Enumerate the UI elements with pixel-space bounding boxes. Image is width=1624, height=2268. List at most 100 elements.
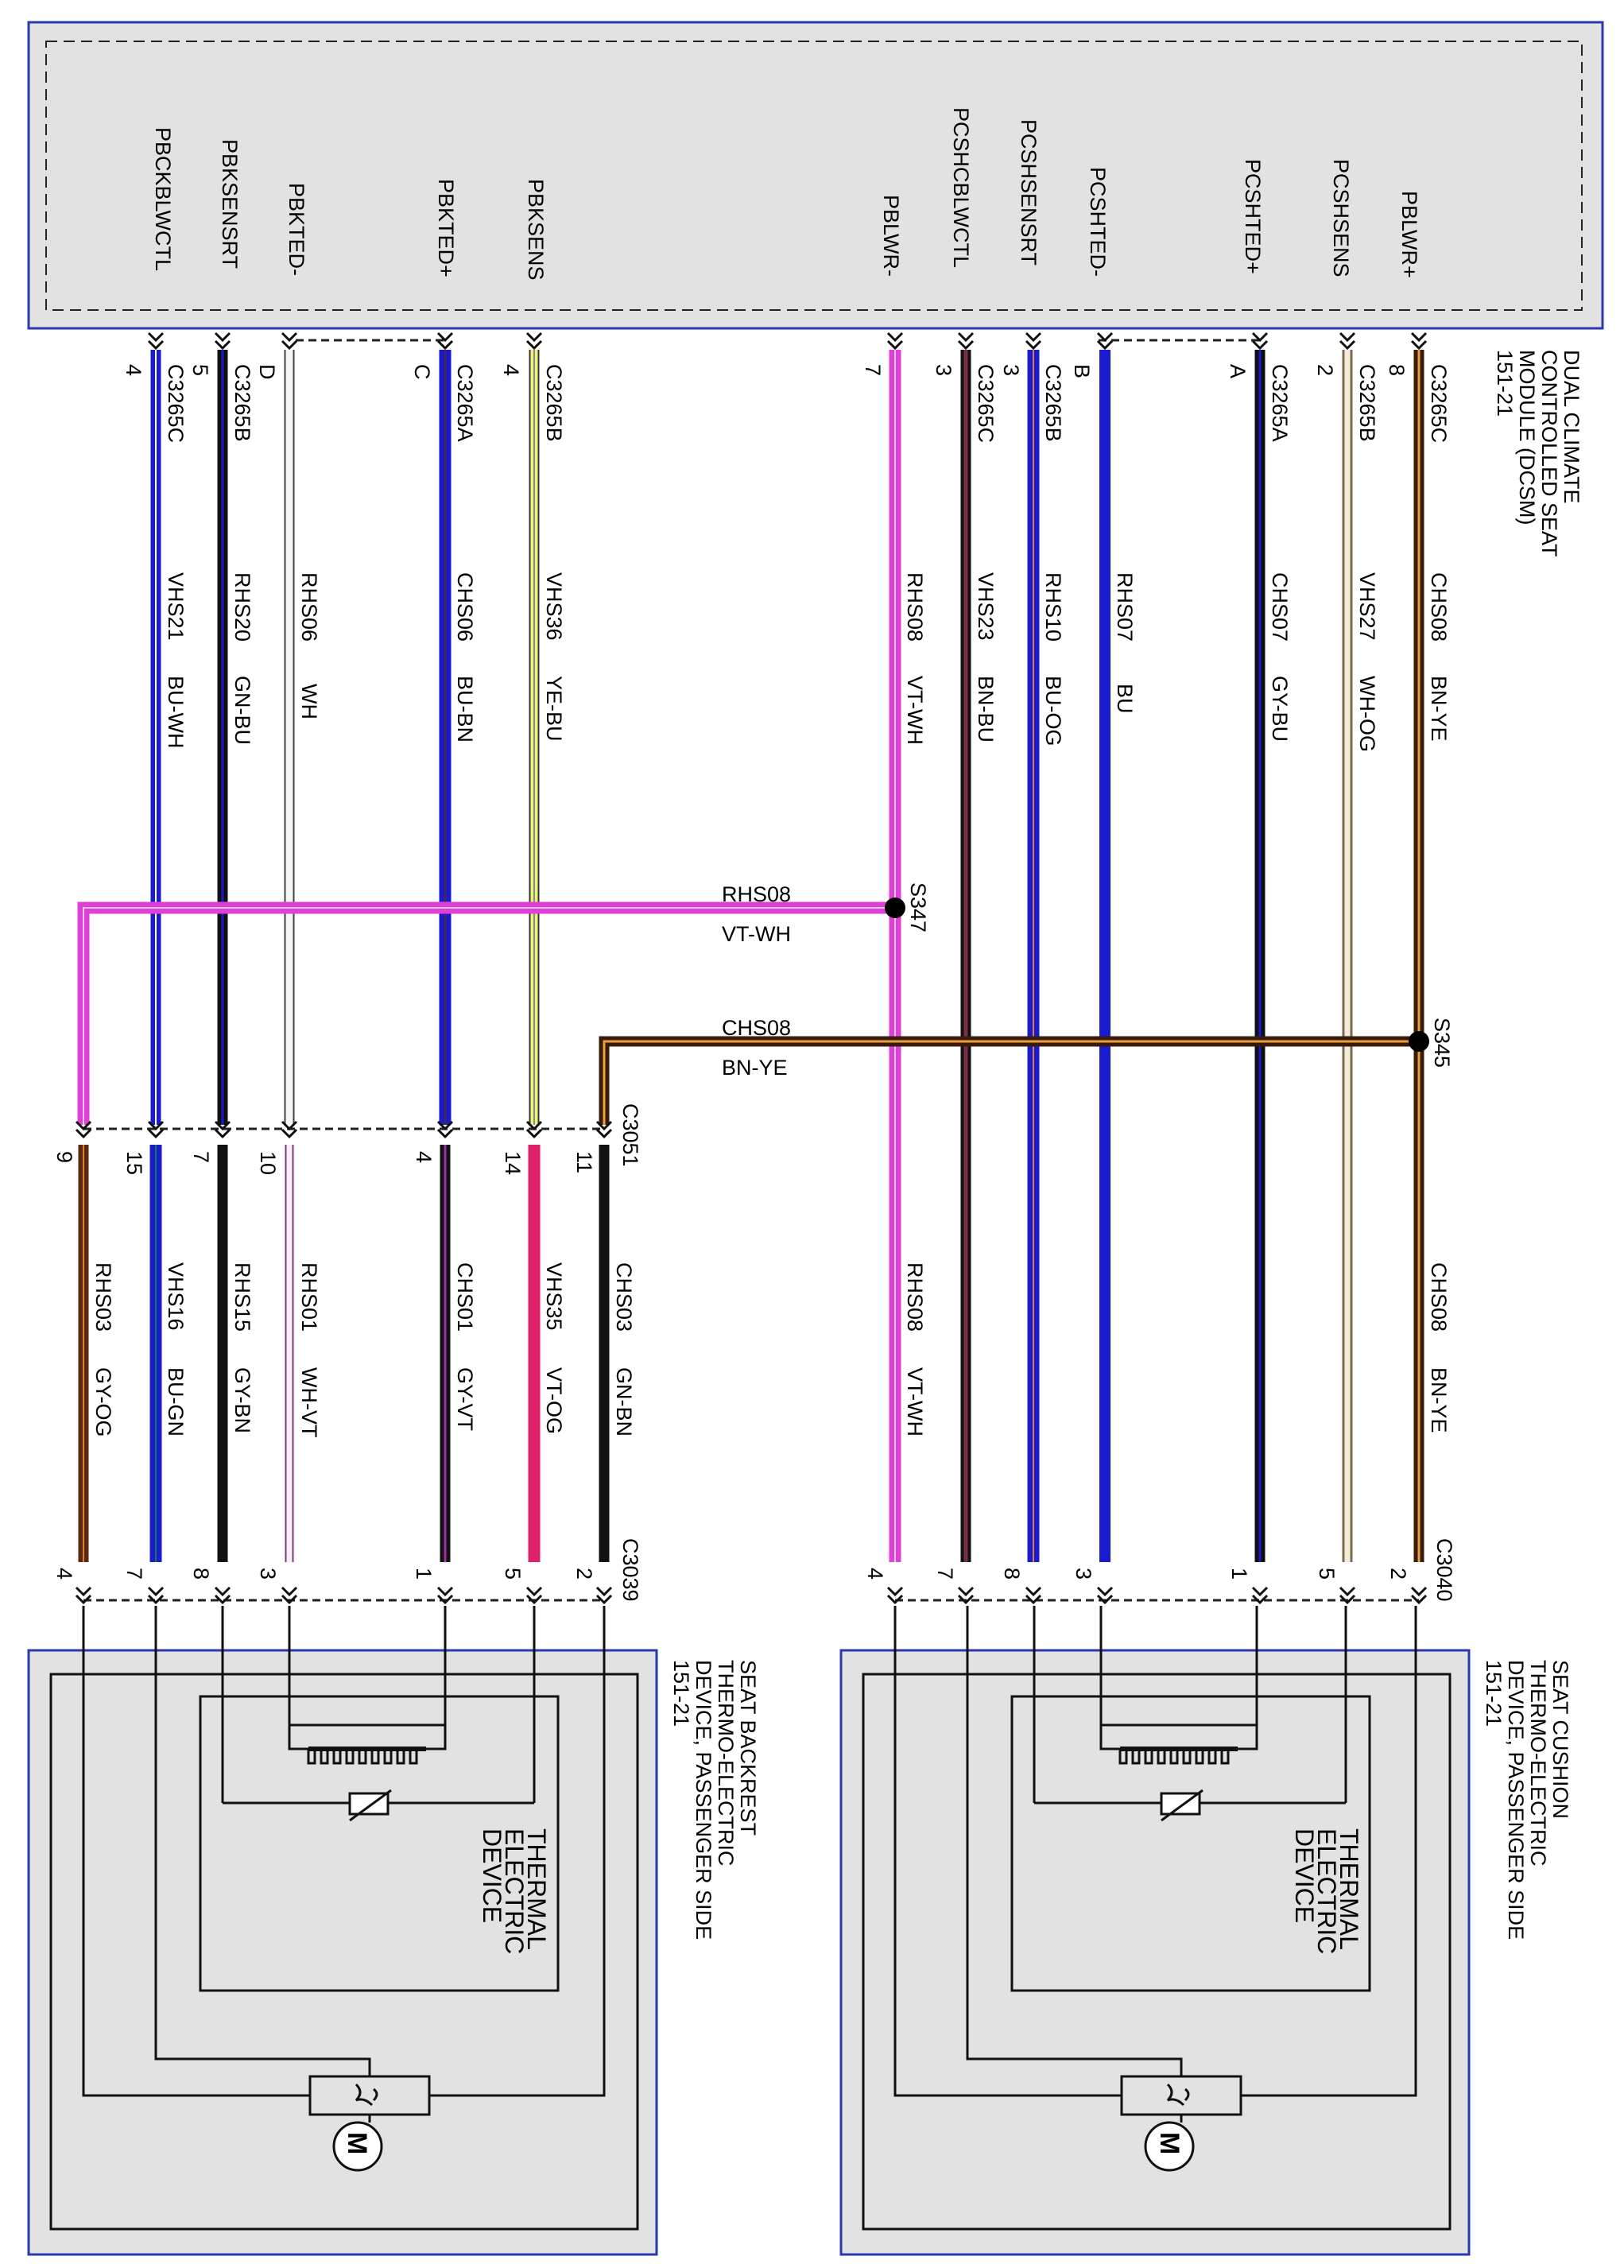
svg-text:3: 3 [999,364,1023,376]
terminal-chevron [1096,1586,1114,1605]
svg-text:11: 11 [572,1151,596,1173]
splice-s345-name: S345 [1430,1018,1454,1068]
terminal-chevron [525,1586,543,1605]
svg-text:VT-WH: VT-WH [903,1367,927,1436]
svg-text:BU-BN: BU-BN [453,676,477,742]
backrest-inner-label: THERMAL ELECTRIC DEVICE [478,1828,551,1954]
pin-label-pblwr-pos: PBLWR+ [1397,191,1421,278]
terminal-chevron [1251,1586,1269,1605]
terminal-chevron [281,1120,298,1139]
svg-text:DEVICE: DEVICE [478,1828,506,1923]
pin-label-pbksens: PBKSENS [524,179,548,281]
svg-text:WH-VT: WH-VT [297,1367,321,1437]
svg-text:SEAT BACKREST: SEAT BACKREST [736,1660,760,1836]
svg-text:VHS35: VHS35 [542,1262,566,1331]
svg-text:3: 3 [932,364,955,376]
svg-text:C3265A: C3265A [1268,364,1292,442]
splice-s345-color: BN-YE [722,1056,788,1080]
upper-wire-labels: 4 5 D C 4 7 3 3 B A 2 8 C3265C C3265B C3… [122,364,1451,752]
svg-text:1: 1 [412,1568,436,1580]
svg-text:RHS10: RHS10 [1041,572,1065,642]
svg-text:CHS03: CHS03 [612,1262,636,1332]
svg-text:BN-YE: BN-YE [1427,1367,1451,1433]
splice-s347-color: VT-WH [722,922,791,946]
splice-s345 [1409,1031,1429,1052]
svg-text:7: 7 [122,1568,146,1580]
pin-label-pbkted-neg: PBKTED- [285,183,308,276]
svg-text:8: 8 [1000,1568,1024,1580]
terminal-chevron [1410,331,1428,351]
svg-text:WH: WH [297,684,321,719]
lower-wires-left [78,1145,610,1562]
svg-text:VHS27: VHS27 [1355,572,1379,641]
svg-text:CHS08: CHS08 [1427,572,1451,642]
svg-text:151-21: 151-21 [1482,1660,1506,1727]
svg-text:151-21: 151-21 [669,1660,693,1727]
svg-text:RHS08: RHS08 [903,572,927,642]
svg-text:C3039: C3039 [618,1538,642,1602]
terminal-chevron [436,1586,454,1605]
svg-text:RHS20: RHS20 [231,572,254,642]
svg-text:MODULE (DCSM): MODULE (DCSM) [1515,350,1539,525]
terminal-chevron [436,331,454,351]
cushion-device-label: SEAT CUSHION THERMO-ELECTRIC DEVICE, PAS… [1482,1660,1572,1940]
blower-motor [1144,2121,1195,2172]
svg-text:GN-BU: GN-BU [231,676,254,745]
svg-text:BU-WH: BU-WH [164,676,188,748]
pin-label-pcshsens: PCSHSENS [1329,159,1353,277]
terminal-chevron [147,1586,165,1605]
svg-text:ELECTRIC: ELECTRIC [500,1828,529,1954]
svg-text:C3040: C3040 [1432,1538,1456,1602]
terminal-chevron [75,1586,92,1605]
svg-text:D: D [255,364,279,380]
motor-controller [308,2075,431,2116]
svg-text:B: B [1070,364,1094,378]
backrest-device-label: SEAT BACKREST THERMO-ELECTRIC DEVICE, PA… [669,1660,760,1940]
svg-text:GY-BU: GY-BU [1268,676,1292,742]
terminal-chevron [147,331,165,351]
cushion-motor-label: M [1154,2132,1184,2154]
terminal-chevron [957,1586,975,1605]
svg-text:3: 3 [256,1568,280,1580]
pin-label-pblwr-neg: PBLWR- [879,195,903,277]
svg-text:RHS15: RHS15 [231,1262,254,1332]
terminal-chevron [525,331,543,351]
terminal-chevron [214,331,231,351]
svg-text:5: 5 [501,1568,525,1580]
svg-text:GY-BN: GY-BN [231,1367,254,1433]
svg-text:8: 8 [1385,364,1409,376]
svg-text:4: 4 [52,1568,76,1580]
svg-text:RHS03: RHS03 [91,1262,115,1332]
svg-text:8: 8 [189,1568,213,1580]
splice-s347 [885,898,905,918]
svg-text:RHS07: RHS07 [1113,572,1137,642]
svg-text:10: 10 [256,1151,280,1175]
svg-text:CHS06: CHS06 [453,572,477,642]
svg-text:RHS08: RHS08 [903,1262,927,1332]
svg-text:2: 2 [572,1568,596,1580]
upper-wires [77,350,1424,1562]
c3039-labels: C3039 4 7 8 3 1 5 2 [52,1538,642,1602]
svg-text:BU-GN: BU-GN [164,1367,188,1436]
svg-text:15: 15 [122,1151,146,1175]
svg-text:RHS06: RHS06 [297,572,321,642]
terminal-chevron [281,331,298,351]
splice-points [885,898,1429,1052]
svg-text:SEAT CUSHION: SEAT CUSHION [1548,1660,1572,1819]
svg-text:VHS36: VHS36 [542,572,566,641]
splice-s347-circuit: RHS08 [722,882,791,906]
pin-label-pbkted-pos: PBKTED+ [434,179,458,277]
svg-text:C3265A: C3265A [453,364,477,442]
svg-text:C3265B: C3265B [231,364,254,442]
ted-inner-box [1010,1695,1371,1992]
svg-text:A: A [1226,364,1250,378]
svg-text:VHS16: VHS16 [164,1262,188,1331]
terminal-chevron [1339,1586,1356,1605]
pin-label-pcshsensrt: PCSHSENSRT [1017,119,1041,266]
svg-text:151-21: 151-21 [1493,350,1517,417]
svg-text:CHS08: CHS08 [1427,1262,1451,1332]
terminal-chevrons [75,331,1428,1605]
svg-text:C3265B: C3265B [1041,364,1065,442]
svg-text:CHS01: CHS01 [453,1262,477,1332]
